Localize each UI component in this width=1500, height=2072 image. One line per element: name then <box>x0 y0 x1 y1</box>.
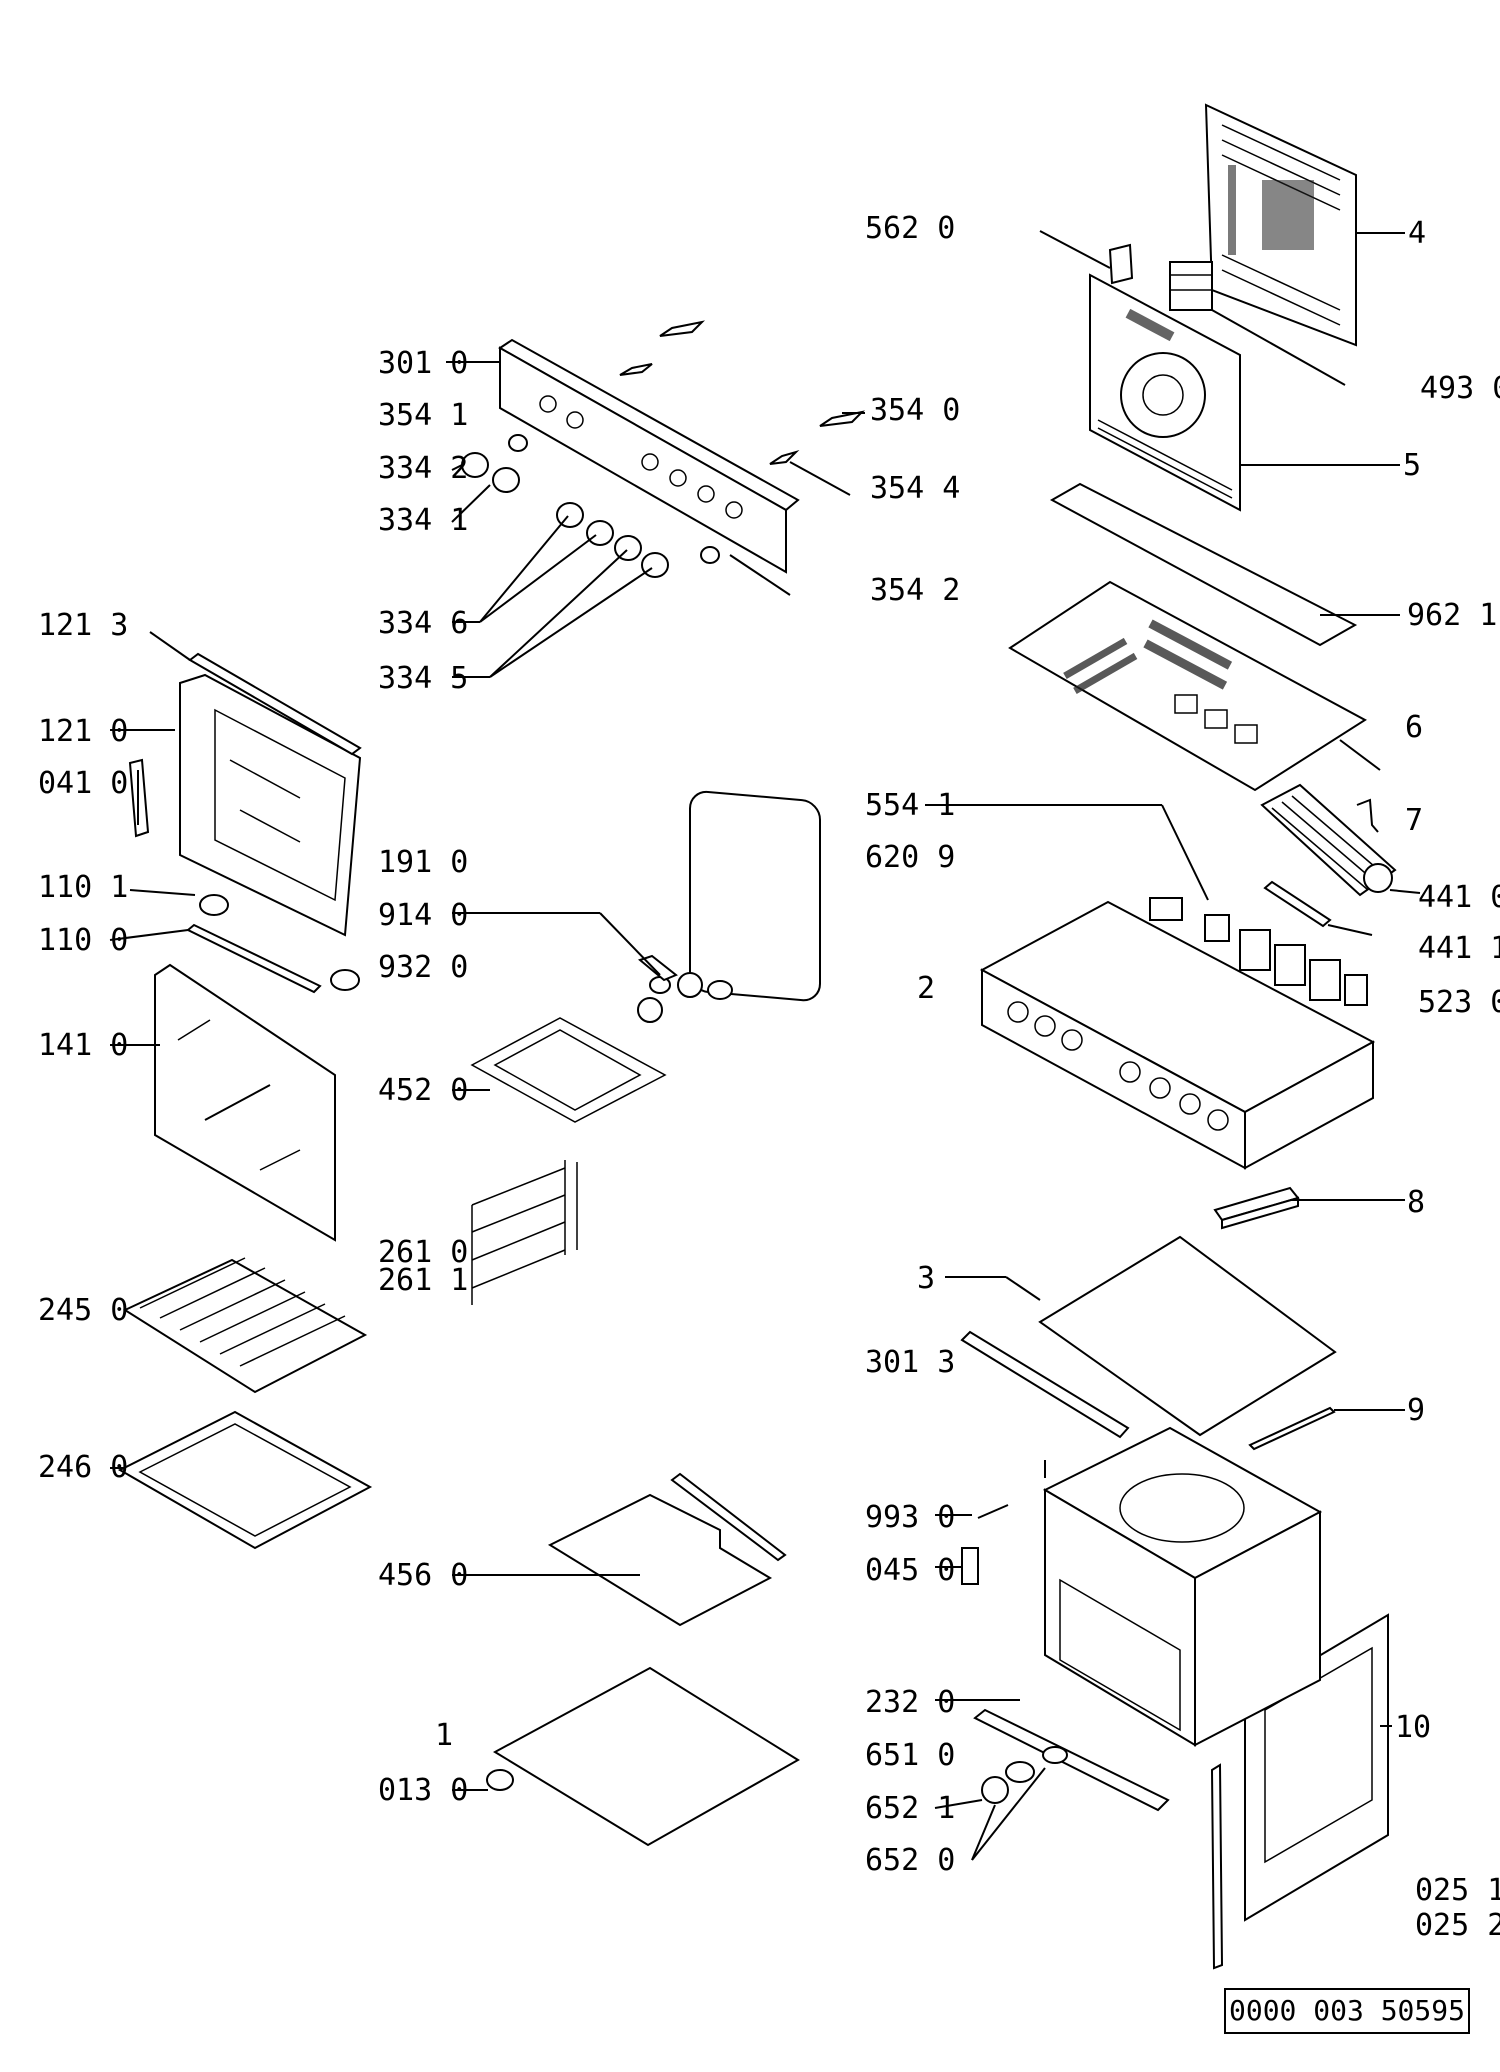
label-8: 8 <box>1407 1185 1425 1220</box>
part-door-frame <box>179 673 362 937</box>
label-013-0: 013 0 <box>378 1773 468 1808</box>
label-562-0: 562 0 <box>865 211 955 246</box>
part-strip-9 <box>1248 1406 1336 1451</box>
part-top-panel <box>1008 580 1367 792</box>
part-side-strip <box>1210 1763 1224 1970</box>
label-045-0: 045 0 <box>865 1553 955 1588</box>
label-334-5: 334 5 <box>378 661 468 696</box>
label-620-9: 620 9 <box>865 840 955 875</box>
part-shafts <box>619 320 866 465</box>
label-6: 6 <box>1405 710 1423 745</box>
part-handle-rod <box>186 923 322 994</box>
part-door-glass <box>154 963 336 1242</box>
label-354-0: 354 0 <box>870 393 960 428</box>
part-baking-tray <box>117 1410 373 1550</box>
part-562-bracket <box>1108 243 1134 285</box>
label-261-0: 261 0 <box>378 1235 468 1270</box>
label-523-0: 523 0 <box>1418 985 1500 1020</box>
label-993-0: 993 0 <box>865 1500 955 1535</box>
label-1: 1 <box>435 1718 453 1753</box>
label-914-0: 914 0 <box>378 898 468 933</box>
part-switch-554 <box>1149 897 1230 942</box>
label-110-1: 110 1 <box>38 870 128 905</box>
label-554-1: 554 1 <box>865 788 955 823</box>
label-025-1: 025 1 <box>1415 1873 1500 1908</box>
label-246-0: 246 0 <box>38 1450 128 1485</box>
part-side-racks <box>471 1160 578 1305</box>
part-control-panel <box>498 338 800 574</box>
part-tangential-fan <box>1260 783 1397 897</box>
label-110-0: 110 0 <box>38 923 128 958</box>
part-wire-rack <box>122 1257 368 1394</box>
label-121-0: 121 0 <box>38 714 128 749</box>
part-labels: 562 0 4 493 0 301 0 354 1 354 0 334 2 35… <box>38 211 1500 1943</box>
part-door-seal <box>689 790 821 1002</box>
part-045-plate <box>961 1547 979 1585</box>
part-bottom-rail <box>973 1708 1170 1812</box>
part-thermostat-523 <box>1239 929 1368 1006</box>
label-652-1: 652 1 <box>865 1791 955 1826</box>
label-121-3: 121 3 <box>38 608 128 643</box>
label-652-0: 652 0 <box>865 1843 955 1878</box>
label-7: 7 <box>1405 803 1423 838</box>
label-9: 9 <box>1407 1393 1425 1428</box>
part-screw <box>977 1504 1009 1519</box>
label-025-2: 025 2 <box>1415 1908 1500 1943</box>
part-fan-cover <box>1089 273 1241 512</box>
label-354-1: 354 1 <box>378 398 468 433</box>
label-245-0: 245 0 <box>38 1293 128 1328</box>
label-962-1: 962 1 <box>1407 598 1497 633</box>
label-2: 2 <box>917 971 935 1006</box>
label-041-0: 041 0 <box>38 766 128 801</box>
part-insulation-sheet <box>1049 482 1358 647</box>
part-hinge <box>128 758 150 838</box>
label-10: 10 <box>1395 1710 1431 1745</box>
label-5: 5 <box>1403 448 1421 483</box>
part-bracket-8b <box>1221 1196 1299 1230</box>
label-301-0: 301 0 <box>378 346 468 381</box>
label-354-2: 354 2 <box>870 573 960 608</box>
label-932-0: 932 0 <box>378 950 468 985</box>
label-493-0: 493 0 <box>1420 371 1500 406</box>
part-handle-end <box>199 894 229 916</box>
document-code: 0000 003 50595 <box>1224 1988 1470 2034</box>
label-334-1: 334 1 <box>378 503 468 538</box>
label-456-0: 456 0 <box>378 1558 468 1593</box>
part-914-932 <box>637 954 733 1000</box>
label-232-0: 232 0 <box>865 1685 955 1720</box>
leader-lines <box>109 230 1421 1861</box>
label-4: 4 <box>1408 216 1426 251</box>
part-handle-end-right <box>330 969 360 991</box>
label-441-0: 441 0 <box>1418 880 1500 915</box>
part-floor-plate <box>1038 1235 1337 1437</box>
part-clip <box>1356 798 1379 833</box>
label-354-4: 354 4 <box>870 471 960 506</box>
label-441-1: 441 1 <box>1418 931 1500 966</box>
part-bottom-panel <box>492 1666 800 1847</box>
part-foot <box>486 1769 514 1791</box>
label-334-2: 334 2 <box>378 451 468 486</box>
label-3: 3 <box>917 1261 935 1296</box>
label-651-0: 651 0 <box>865 1738 955 1773</box>
part-oven-cavity <box>1042 1426 1323 1747</box>
label-261-1: 261 1 <box>378 1263 468 1298</box>
label-452-0: 452 0 <box>378 1073 468 1108</box>
label-301-3: 301 3 <box>865 1345 955 1380</box>
part-door-strip <box>188 652 362 756</box>
part-rail-3013 <box>960 1330 1130 1439</box>
part-493-block <box>1169 261 1213 311</box>
part-grill-element <box>470 972 703 1123</box>
part-control-housing <box>979 900 1376 1170</box>
part-rear-panel <box>1204 103 1357 347</box>
label-191-0: 191 0 <box>378 845 468 880</box>
part-lamp <box>981 1746 1068 1804</box>
part-grill-tray <box>547 1472 787 1627</box>
part-fan-rod <box>1263 880 1332 928</box>
label-141-0: 141 0 <box>38 1028 128 1063</box>
label-334-6: 334 6 <box>378 606 468 641</box>
